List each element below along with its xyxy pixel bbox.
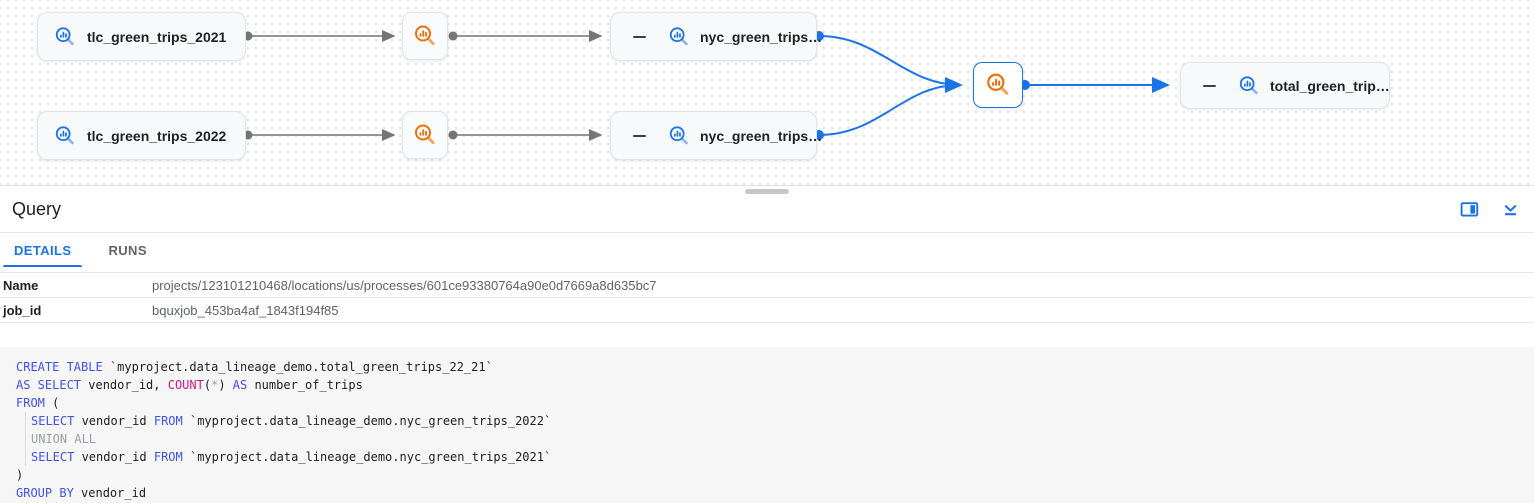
- field-value-name: projects/123101210468/locations/us/proce…: [152, 277, 657, 293]
- field-label-name: Name: [3, 277, 39, 293]
- lineage-process-icon: [413, 123, 437, 147]
- lineage-table-icon: [668, 26, 690, 48]
- sql-code: CREATE TABLE `myproject.data_lineage_dem…: [0, 347, 1534, 503]
- sql-line: FROM (: [16, 396, 60, 410]
- lineage-table-icon: [54, 26, 76, 48]
- lineage-table-icon: [668, 125, 690, 147]
- collapse-node-icon[interactable]: [633, 134, 646, 137]
- sql-line: CREATE TABLE `myproject.data_lineage_dem…: [16, 360, 493, 374]
- table-row: job_id bquxjob_453ba4af_1843f194f85: [0, 298, 1534, 323]
- lineage-process-icon: [985, 72, 1011, 98]
- panel-tabs: DETAILS RUNS: [0, 233, 1534, 267]
- node-label: total_green_trip…: [1270, 77, 1390, 94]
- lineage-graph: tlc_green_trips_2021 tlc_green_trips_202…: [0, 0, 1534, 186]
- panel-drag-handle[interactable]: [745, 189, 789, 194]
- node-label: nyc_green_trips…: [700, 28, 823, 45]
- node-label: tlc_green_trips_2021: [87, 28, 227, 45]
- tab-details[interactable]: DETAILS: [3, 233, 83, 267]
- field-value-jobid: bquxjob_453ba4af_1843f194f85: [152, 302, 339, 318]
- sql-line: AS SELECT vendor_id, COUNT(*) AS number_…: [16, 378, 363, 392]
- node-tlc-green-trips-2021[interactable]: tlc_green_trips_2021: [37, 12, 246, 61]
- node-nyc-green-trips-bottom[interactable]: nyc_green_trips…: [610, 111, 822, 160]
- node-nyc-green-trips-top[interactable]: nyc_green_trips…: [610, 12, 822, 61]
- field-label-jobid: job_id: [3, 302, 42, 318]
- panel-title: Query: [12, 198, 62, 219]
- sql-line: SELECT vendor_id FROM `myproject.data_li…: [25, 448, 1518, 466]
- panel-header: Query: [0, 186, 1534, 233]
- sql-line: SELECT vendor_id FROM `myproject.data_li…: [25, 412, 1518, 430]
- details-table: Name projects/123101210468/locations/us/…: [0, 272, 1534, 323]
- sql-line: GROUP BY vendor_id: [16, 486, 147, 500]
- node-selected-query-process[interactable]: [973, 62, 1023, 108]
- tab-runs[interactable]: RUNS: [108, 242, 147, 258]
- collapse-panel-icon[interactable]: [1500, 199, 1520, 219]
- table-row: Name projects/123101210468/locations/us/…: [0, 273, 1534, 298]
- edge-gray-group: [243, 30, 603, 141]
- lineage-table-icon: [1238, 75, 1260, 97]
- node-total-green-trips[interactable]: total_green_trip…: [1180, 62, 1390, 109]
- sql-line: UNION ALL: [25, 430, 1518, 448]
- lineage-process-icon: [413, 24, 437, 48]
- node-query-process-2[interactable]: [402, 111, 448, 159]
- sql-line: ): [16, 468, 24, 482]
- lineage-table-icon: [54, 125, 76, 147]
- node-label: tlc_green_trips_2022: [87, 127, 227, 144]
- collapse-node-icon[interactable]: [1203, 84, 1216, 87]
- node-query-process-1[interactable]: [402, 12, 448, 60]
- split-panel-icon[interactable]: [1459, 199, 1479, 219]
- node-label: nyc_green_trips…: [700, 127, 823, 144]
- collapse-node-icon[interactable]: [633, 35, 646, 38]
- query-details-panel: Query DETAILS RUNS Name projects/1231012…: [0, 186, 1534, 503]
- node-tlc-green-trips-2022[interactable]: tlc_green_trips_2022: [37, 111, 246, 160]
